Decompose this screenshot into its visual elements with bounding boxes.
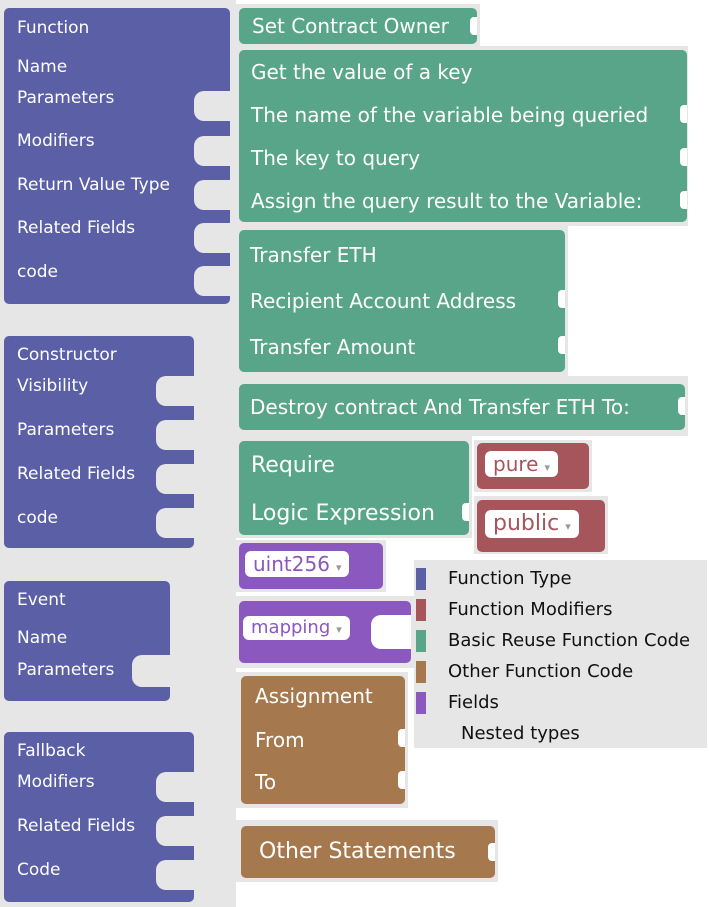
get-value-key: The key to query — [251, 146, 421, 170]
require-logic-expression: Logic Expression — [251, 501, 435, 526]
uint256-field-block[interactable]: uint256 ▾ — [239, 543, 383, 589]
legend-label: Other Function Code — [448, 661, 634, 682]
destroy-label: Destroy contract And Transfer ETH To: — [250, 395, 630, 419]
transfer-amount: Transfer Amount — [250, 335, 416, 359]
require-block[interactable]: Require Logic Expression — [239, 441, 469, 535]
other-statements-label: Other Statements — [259, 839, 456, 864]
function-socket-modifiers — [194, 136, 230, 166]
require-title: Require — [251, 453, 335, 478]
mapping-dropdown-value: mapping — [251, 617, 331, 638]
mapping-field-block[interactable]: mapping ▾ — [239, 601, 411, 663]
set-owner-socket — [470, 17, 477, 35]
constructor-socket-parameters — [156, 420, 194, 450]
pure-dropdown[interactable]: pure ▾ — [485, 451, 558, 477]
function-row-parameters: Parameters — [17, 88, 115, 108]
legend: Function Type Function Modifiers Basic R… — [414, 560, 707, 748]
function-row-name: Name — [17, 57, 68, 77]
function-socket-related-fields — [194, 223, 230, 253]
event-socket-parameters — [132, 655, 170, 687]
function-row-modifiers: Modifiers — [17, 131, 95, 151]
event-row-name: Name — [17, 628, 68, 648]
get-value-socket-variable — [680, 105, 687, 123]
fallback-socket-modifiers — [156, 772, 194, 802]
set-owner-label: Set Contract Owner — [252, 14, 449, 38]
legend-label: Basic Reuse Function Code — [448, 630, 691, 651]
constructor-row-related-fields: Related Fields — [17, 464, 136, 484]
set-contract-owner-block[interactable]: Set Contract Owner — [239, 8, 477, 44]
fallback-socket-related-fields — [156, 816, 194, 846]
constructor-socket-visibility — [156, 376, 194, 406]
other-statements-socket — [488, 843, 495, 861]
fallback-title: Fallback — [17, 741, 86, 761]
get-value-assign: Assign the query result to the Variable: — [251, 189, 643, 213]
constructor-socket-code — [156, 508, 194, 538]
get-value-socket-assign — [680, 191, 687, 209]
fallback-block[interactable]: Fallback Modifiers Related Fields Code — [4, 732, 194, 902]
get-value-socket-key — [680, 148, 687, 166]
mapping-dropdown[interactable]: mapping ▾ — [243, 616, 350, 640]
public-modifier-block[interactable]: public ▾ — [477, 500, 605, 552]
legend-label: Function Type — [448, 568, 572, 589]
assignment-from: From — [255, 728, 305, 752]
fallback-row-code: Code — [17, 860, 61, 880]
function-title: Function — [17, 18, 90, 38]
legend-swatch — [416, 568, 426, 590]
assignment-to: To — [255, 770, 277, 794]
legend-nested-types: Nested types — [461, 723, 580, 744]
chevron-down-icon: ▾ — [544, 461, 550, 474]
function-row-return-type: Return Value Type — [17, 175, 170, 195]
transfer-title: Transfer ETH — [250, 243, 377, 267]
transfer-socket-amount — [558, 336, 565, 354]
get-value-variable-name: The name of the variable being queried — [251, 103, 649, 127]
constructor-row-code: code — [17, 508, 58, 528]
chevron-down-icon: ▾ — [336, 623, 342, 636]
uint256-dropdown[interactable]: uint256 ▾ — [245, 551, 350, 577]
function-socket-code — [194, 266, 230, 296]
legend-swatch — [416, 661, 426, 683]
event-title: Event — [17, 590, 66, 610]
destroy-contract-block[interactable]: Destroy contract And Transfer ETH To: — [239, 384, 685, 430]
public-dropdown[interactable]: public ▾ — [485, 510, 579, 538]
require-socket — [462, 503, 469, 521]
legend-swatch — [416, 692, 426, 714]
destroy-socket — [678, 397, 685, 415]
assignment-title: Assignment — [255, 684, 373, 708]
transfer-recipient: Recipient Account Address — [250, 289, 517, 313]
assignment-socket-from — [398, 729, 405, 747]
function-row-related-fields: Related Fields — [17, 218, 136, 238]
assignment-block[interactable]: Assignment From To — [241, 676, 405, 804]
other-statements-block[interactable]: Other Statements — [241, 826, 495, 878]
chevron-down-icon: ▾ — [335, 561, 342, 574]
transfer-eth-block[interactable]: Transfer ETH Recipient Account Address T… — [239, 230, 565, 372]
fallback-row-related-fields: Related Fields — [17, 816, 136, 836]
uint256-dropdown-value: uint256 — [253, 552, 330, 576]
legend-swatch — [416, 599, 426, 621]
constructor-row-visibility: Visibility — [17, 376, 89, 396]
constructor-title: Constructor — [17, 345, 117, 365]
function-socket-return-type — [194, 180, 230, 210]
fallback-row-modifiers: Modifiers — [17, 772, 95, 792]
legend-label: Fields — [448, 692, 499, 713]
get-value-block[interactable]: Get the value of a key The name of the v… — [239, 50, 687, 222]
assignment-socket-to — [398, 771, 405, 789]
mapping-socket — [371, 615, 411, 649]
constructor-socket-related-fields — [156, 464, 194, 494]
function-socket-parameters — [194, 91, 230, 121]
function-block[interactable]: Function Name Parameters Modifiers Retur… — [4, 8, 230, 304]
pure-dropdown-value: pure — [493, 452, 539, 476]
fallback-socket-code — [156, 860, 194, 890]
event-row-parameters: Parameters — [17, 660, 115, 680]
constructor-row-parameters: Parameters — [17, 420, 115, 440]
event-block[interactable]: Event Name Parameters — [4, 581, 170, 701]
chevron-down-icon: ▾ — [565, 520, 571, 533]
public-dropdown-value: public — [493, 511, 560, 536]
legend-label: Function Modifiers — [448, 599, 613, 620]
legend-swatch — [416, 630, 426, 652]
transfer-socket-recipient — [558, 290, 565, 308]
function-row-code: code — [17, 262, 58, 282]
pure-modifier-block[interactable]: pure ▾ — [477, 443, 589, 489]
constructor-block[interactable]: Constructor Visibility Parameters Relate… — [4, 336, 194, 548]
get-value-title: Get the value of a key — [251, 60, 473, 84]
